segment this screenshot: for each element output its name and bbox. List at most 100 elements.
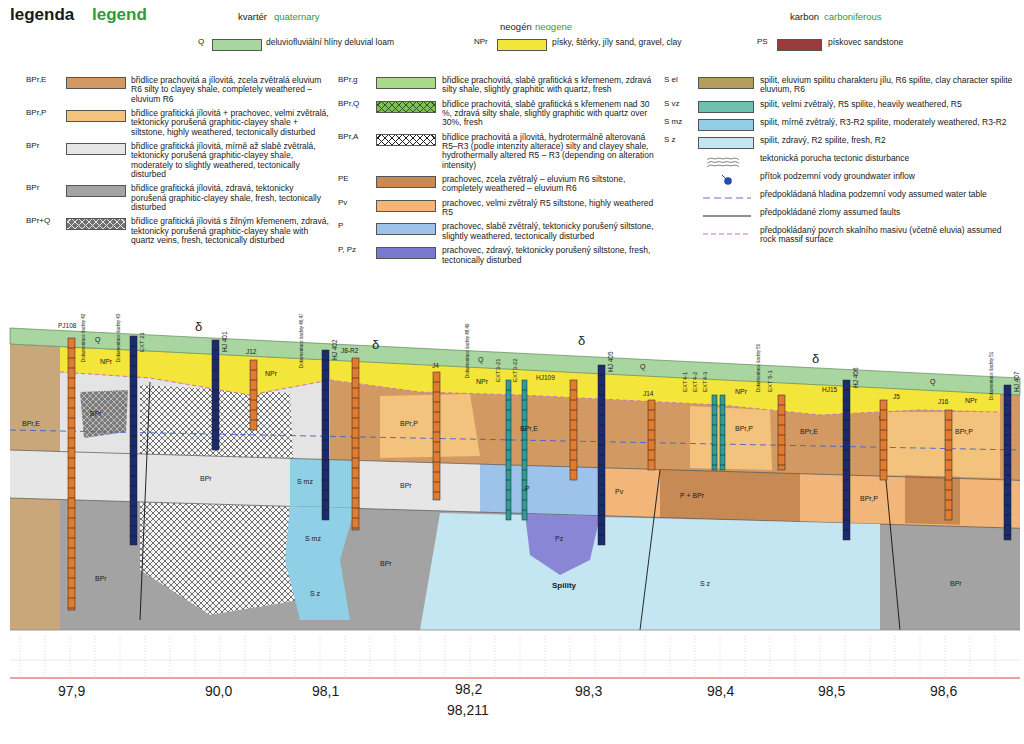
legend-code: BPr,P bbox=[26, 109, 46, 118]
borehole-label: J12 bbox=[246, 348, 256, 355]
zone-label: S mz bbox=[305, 535, 321, 543]
borehole-column bbox=[778, 395, 785, 470]
borehole-column bbox=[843, 380, 850, 540]
borehole-column bbox=[68, 338, 75, 610]
zone-label: Q bbox=[930, 378, 935, 386]
legend-swatch bbox=[376, 101, 436, 113]
strata-band bbox=[10, 450, 290, 506]
delta-symbol: δ bbox=[812, 352, 819, 366]
legend-text: břidlice prachovitá a jílovitá, hydroter… bbox=[442, 133, 656, 170]
legend-swatch bbox=[698, 227, 754, 239]
borehole-column bbox=[130, 336, 137, 545]
legend-code: S el bbox=[664, 76, 678, 85]
legend-symbol bbox=[699, 192, 755, 204]
legend-heading: carboniferous bbox=[824, 12, 882, 22]
station-tick bbox=[95, 636, 96, 676]
zone-label: BPr,P bbox=[955, 428, 973, 436]
legend-symbol bbox=[699, 156, 755, 168]
legend-text: břidlice grafitická jílovitá + prachovec… bbox=[131, 109, 331, 137]
strata-band bbox=[800, 474, 1020, 529]
legend-code: BPr bbox=[26, 142, 39, 151]
station-tick bbox=[595, 636, 596, 676]
hatched-zone bbox=[80, 390, 128, 438]
line-symbol bbox=[703, 233, 751, 234]
legend-code: PS bbox=[757, 38, 768, 47]
spilite-zone bbox=[420, 513, 880, 630]
station-tick bbox=[145, 636, 146, 676]
zone-label: Q bbox=[640, 363, 645, 371]
borehole-label: J5 bbox=[893, 393, 900, 400]
borehole-ticks bbox=[506, 390, 511, 510]
legend-swatch bbox=[698, 119, 754, 131]
legend-swatch bbox=[698, 173, 754, 185]
borehole-column bbox=[712, 395, 717, 470]
legend-code: BPr,A bbox=[338, 133, 358, 142]
station-tick bbox=[520, 636, 521, 676]
line-symbol bbox=[703, 197, 751, 198]
legend-text: spilit, velmi zvětralý, R5 spilite, heav… bbox=[760, 100, 1018, 109]
legend-swatch bbox=[376, 77, 436, 89]
borehole-column bbox=[570, 380, 577, 480]
station-tick bbox=[345, 636, 346, 676]
legend-text: pískovec sandstone bbox=[828, 38, 1018, 47]
legend-swatch bbox=[66, 218, 126, 230]
borehole-column bbox=[506, 380, 511, 520]
zone-label: Q bbox=[478, 356, 483, 364]
legend-swatch bbox=[497, 39, 547, 51]
chainage-label: 98,4 bbox=[707, 684, 734, 699]
zone-label: S mz bbox=[297, 478, 313, 486]
chainage-line bbox=[10, 678, 1020, 679]
zone-label: BPr bbox=[380, 560, 392, 568]
legend-code: BPr,g bbox=[338, 76, 358, 85]
station-tick bbox=[720, 636, 721, 676]
borehole-ticks bbox=[250, 370, 257, 420]
zone-label: BPr bbox=[90, 410, 102, 418]
chainage-label: 97,9 bbox=[58, 684, 85, 699]
legend-swatch bbox=[376, 134, 436, 146]
borehole-column bbox=[433, 372, 440, 500]
station-tick bbox=[270, 636, 271, 676]
legend-symbol bbox=[699, 228, 755, 240]
zone-label: P + BPr bbox=[680, 492, 704, 500]
station-tick bbox=[620, 636, 621, 676]
borehole-label: J4 bbox=[432, 362, 439, 369]
inflow-symbol bbox=[724, 177, 732, 185]
legend-swatch bbox=[698, 191, 754, 203]
borehole-label: EXT4-3 bbox=[702, 372, 709, 392]
station-tick bbox=[545, 636, 546, 676]
borehole-label: J14 bbox=[643, 390, 653, 397]
legend-swatch bbox=[777, 39, 822, 51]
legend-heading: kvartér bbox=[238, 12, 267, 22]
legend-text: spilit, mírně zvětralý, R3-R2 spilite, m… bbox=[760, 118, 1018, 127]
legend-swatch bbox=[698, 137, 754, 149]
legend-text: předpokládaný povrch skalního masivu (vč… bbox=[760, 226, 1018, 245]
legend-code: BPr+Q bbox=[26, 217, 50, 226]
borehole-column bbox=[1004, 385, 1011, 540]
station-tick bbox=[770, 636, 771, 676]
borehole-column bbox=[522, 380, 527, 520]
borehole-ticks bbox=[433, 382, 440, 492]
legend-text: deluviofluviální hlíny deluvial loam bbox=[266, 38, 466, 47]
zone-label: P bbox=[525, 485, 530, 493]
legend-text: prachovec, zdravý, tektonicky porušený s… bbox=[442, 246, 656, 265]
borehole-ticks bbox=[720, 405, 725, 465]
delta-symbol: δ bbox=[372, 338, 379, 352]
borehole-column bbox=[130, 336, 137, 545]
borehole-label: HJ 401 bbox=[221, 331, 228, 352]
zone-label: BPr,P bbox=[735, 425, 753, 433]
borehole-column bbox=[570, 380, 577, 480]
legend-text: přítok podzemní vody groundwater inflow bbox=[760, 172, 1018, 181]
zone-label: BPr,E bbox=[520, 425, 538, 433]
legend-text: břidlice prachovitá, slabě grafitická s … bbox=[442, 76, 656, 95]
chainage-label: 98,6 bbox=[930, 684, 957, 699]
legend-swatch bbox=[698, 209, 754, 221]
borehole-ticks bbox=[778, 405, 785, 465]
borehole-column bbox=[720, 395, 725, 470]
legend-heading: neogén bbox=[500, 22, 532, 32]
borehole-column bbox=[522, 380, 527, 520]
legend-swatch bbox=[376, 247, 436, 259]
zone-label: BPr,E bbox=[22, 420, 40, 428]
station-tick bbox=[745, 636, 746, 676]
borehole-column bbox=[843, 380, 850, 540]
